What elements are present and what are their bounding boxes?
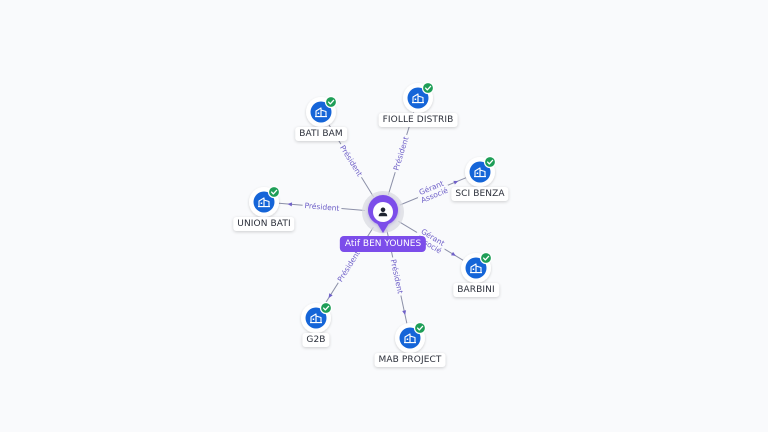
edge-role-label: Président — [389, 258, 405, 294]
edge-label-group: Président — [302, 200, 342, 213]
edge-role-label: Président — [304, 201, 340, 213]
company-node[interactable] — [301, 301, 333, 334]
verified-check-icon — [267, 185, 281, 199]
building-icon — [404, 333, 416, 344]
verified-check-icon — [324, 95, 338, 109]
edge-arrow — [328, 293, 333, 299]
edge-label-group: Président — [337, 141, 366, 180]
edge-label-bg — [302, 200, 342, 213]
edge-label-group: Président — [388, 256, 406, 297]
verified-check-icon — [483, 155, 497, 169]
building-icon — [258, 197, 270, 208]
person-node[interactable] — [362, 191, 404, 233]
company-name-label[interactable]: MAB PROJECT — [374, 353, 446, 367]
company-node[interactable] — [465, 155, 497, 188]
building-icon — [470, 263, 482, 274]
edge-role-label: Président — [336, 249, 362, 283]
edge-role-label: Président — [392, 135, 411, 171]
company-name-label[interactable]: BARBINI — [453, 283, 499, 297]
edge-label-bg — [334, 247, 363, 286]
company-node[interactable] — [395, 321, 427, 354]
building-icon — [315, 107, 327, 118]
building-icon — [310, 313, 322, 324]
company-name-label[interactable]: G2B — [302, 333, 330, 347]
edge-role-label: Président — [338, 144, 364, 179]
person-name-label[interactable]: Atif BEN YOUNES — [339, 236, 427, 252]
edge-arrow — [453, 180, 459, 185]
verified-check-icon — [479, 251, 493, 265]
edge-arrow — [287, 202, 293, 207]
edge-label-bg — [417, 184, 452, 206]
building-icon — [474, 167, 486, 178]
edge-label-group: Président — [390, 133, 411, 174]
edge-label-group: Président — [334, 247, 363, 286]
person-icon — [378, 207, 388, 217]
company-node[interactable] — [306, 95, 338, 128]
edge-label-bg — [388, 256, 406, 297]
company-name-label[interactable]: BATI BAM — [295, 127, 347, 141]
edge-label-bg — [390, 133, 411, 174]
verified-check-icon — [421, 81, 435, 95]
company-name-label[interactable]: FIOLLE DISTRIB — [378, 113, 458, 127]
edge-arrow — [450, 251, 456, 256]
verified-check-icon — [413, 321, 427, 335]
company-name-label[interactable]: UNION BATI — [233, 217, 295, 231]
company-node[interactable] — [249, 185, 281, 218]
edge-label-bg — [337, 141, 366, 180]
company-name-label[interactable]: SCI BENZA — [451, 187, 509, 201]
company-node[interactable] — [461, 251, 493, 284]
edge-label-bg — [415, 177, 447, 198]
verified-check-icon — [319, 301, 333, 315]
company-node[interactable] — [403, 81, 435, 114]
edge-label-bg — [417, 225, 448, 249]
edge-arrow — [402, 310, 407, 316]
building-icon — [412, 93, 424, 104]
